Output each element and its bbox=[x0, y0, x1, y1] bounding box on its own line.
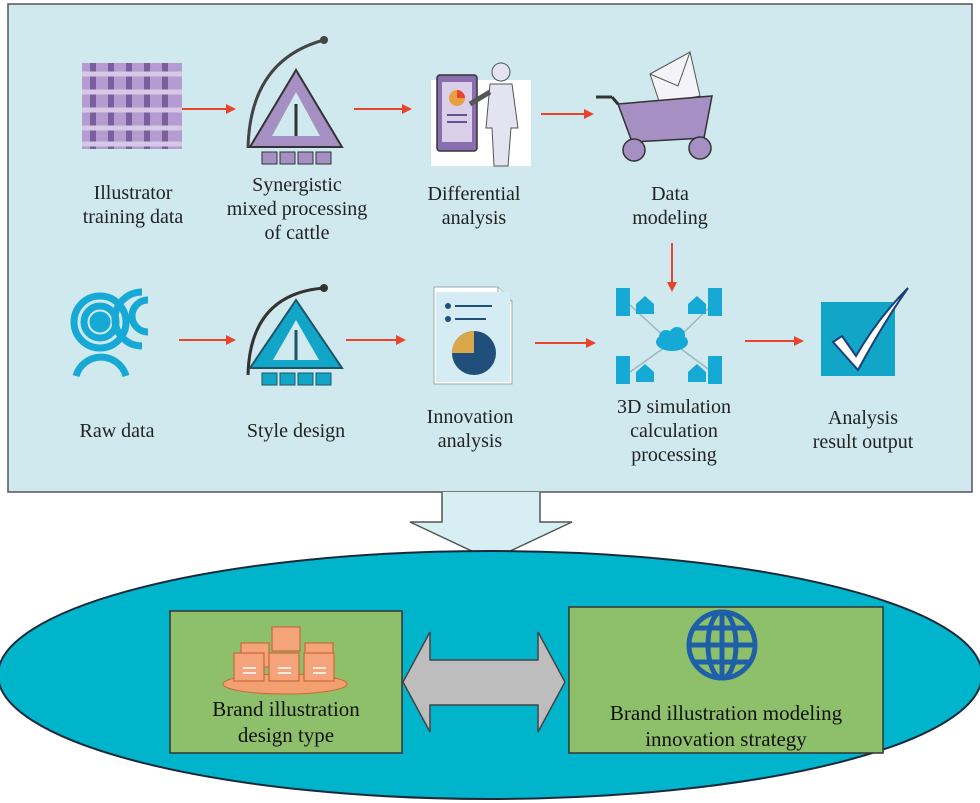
flow-arrows bbox=[179, 104, 804, 348]
triangle-dial-icon-bottom bbox=[246, 284, 344, 386]
label-raw-data: Raw data bbox=[79, 420, 155, 442]
org-boxes-icon bbox=[222, 626, 348, 695]
bidirectional-arrow bbox=[402, 631, 566, 733]
triangle-dial-icon-top bbox=[246, 36, 344, 165]
label-3d-simulation: 3D simulation calculation processing bbox=[617, 396, 731, 466]
globe-icon bbox=[686, 609, 758, 681]
label-style-design: Style design bbox=[246, 420, 346, 442]
label-differential-analysis: Differential analysis bbox=[427, 183, 521, 229]
label-analysis-output: Analysis result output bbox=[812, 407, 914, 453]
presenter-icon bbox=[431, 62, 531, 167]
ripple-circles-icon bbox=[70, 288, 149, 378]
label-data-modeling: Data modeling bbox=[632, 183, 708, 229]
report-pie-icon bbox=[433, 286, 513, 385]
label-synergistic-processing: Synergistic mixed processing of cattle bbox=[226, 174, 368, 244]
label-design-type: Brand illustration design type bbox=[212, 697, 360, 747]
cart-mail-icon bbox=[596, 51, 713, 162]
checkmark-icon bbox=[821, 287, 909, 376]
woven-grid-icon bbox=[82, 63, 182, 149]
cloud-network-icon bbox=[616, 288, 722, 384]
label-innovation-analysis: Innovation analysis bbox=[426, 406, 514, 452]
down-arrow bbox=[409, 492, 573, 561]
label-illustrator-training-data: Illustrator training data bbox=[82, 182, 184, 228]
label-innovation-strategy: Brand illustration modeling innovation s… bbox=[609, 701, 843, 751]
